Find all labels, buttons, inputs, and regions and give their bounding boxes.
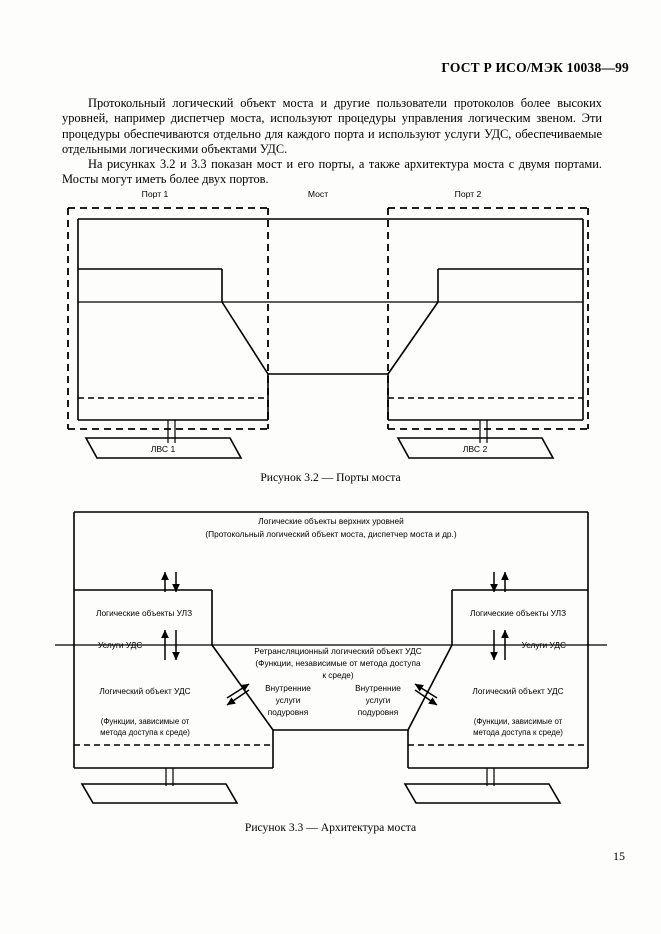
- figure-3-2-label-port-2: Порт 2: [455, 189, 482, 199]
- figure-3-3-relay-line3: к среде): [322, 670, 354, 680]
- figure-3-3-left-internal-arrow-b: [226, 689, 250, 706]
- figure-3-3-right-diagonal: [407, 644, 453, 731]
- figure-3-3-upper-layer-line1: Логические объекты верхних уровней: [258, 516, 404, 526]
- figure-3-3-internal-right-line3: подуровня: [358, 707, 399, 717]
- figure-3-2-label-port-1: Порт 1: [142, 189, 169, 199]
- figure-3-3-left-internal-arrow-a: [226, 683, 250, 699]
- figure-3-3-right-mac-dependent-line1: (Функции, зависимые от: [474, 717, 563, 726]
- figure-3-3-left-mac-entity-label: Логический объект УДС: [99, 686, 190, 696]
- figure-3-3-upper-layer-line2: (Протокольный логический объект моста, д…: [205, 529, 456, 539]
- body-paragraph-2: На рисунках 3.2 и 3.3 показан мост и его…: [62, 157, 602, 188]
- figure-3-2-label-bridge: Мост: [308, 189, 328, 199]
- figure-3-3-relay-line1: Ретрансляционный логический объект УДС: [254, 646, 421, 656]
- page-number: 15: [613, 849, 625, 863]
- figure-3-2-left-diagonal: [221, 301, 269, 375]
- figure-3-2-lan-2-shape: [396, 437, 555, 459]
- figure-3-3-internal-right-line2: услуги: [366, 695, 391, 705]
- figure-3-3-right-llc-label: Логические объекты УЛЗ: [470, 608, 566, 618]
- figure-3-3-internal-right-line1: Внутренние: [355, 683, 401, 693]
- figure-3-3-internal-left-line1: Внутренние: [265, 683, 311, 693]
- figure-3-2-right-diagonal: [387, 301, 439, 375]
- figure-3-3-internal-left-line3: подуровня: [268, 707, 309, 717]
- figure-3-3-left-mac-service-label: Услуги УДС: [98, 640, 142, 650]
- figure-3-3-left-mac-dependent-line1: (Функции, зависимые от: [101, 717, 190, 726]
- figure-3-3-caption: Рисунок 3.3 — Архитектура моста: [244, 821, 417, 834]
- figure-3-3-right-mac-entity-label: Логический объект УДС: [472, 686, 563, 696]
- figure-3-3-right-mac-service-label: Услуги УДС: [522, 640, 566, 650]
- figure-3-2-lan-1-label: ЛВС 1: [151, 444, 176, 454]
- figure-3-3-right-medium-shape: [403, 783, 562, 804]
- paragraph-text: Протокольный логический объект моста и д…: [62, 96, 602, 156]
- document-header-standard-ref: ГОСТ Р ИСО/МЭК 10038—99: [441, 60, 629, 75]
- figure-3-3-left-medium-shape: [80, 783, 239, 804]
- figure-3-2-bridge-ports: Порт 1 Мост Порт 2: [0, 186, 661, 466]
- figure-3-3-left-mac-dependent-line2: метода доступа к среде): [100, 728, 190, 737]
- figure-3-3-right-internal-arrow-b: [414, 689, 438, 706]
- figure-3-2-lan-1-shape: [84, 437, 243, 459]
- figure-3-3-bridge-architecture: Логические объекты верхних уровней (Прот…: [0, 500, 661, 820]
- paragraph-text: На рисунках 3.2 и 3.3 показан мост и его…: [62, 157, 602, 187]
- figure-3-2-lan-2-label: ЛВС 2: [463, 444, 488, 454]
- figure-3-2-caption: Рисунок 3.2 — Порты моста: [260, 471, 401, 484]
- body-paragraph-1: Протокольный логический объект моста и д…: [62, 96, 602, 157]
- figure-3-3-internal-left-line2: услуги: [276, 695, 301, 705]
- figure-3-3-relay-line2: (Функции, независимые от метода доступа: [255, 658, 421, 668]
- figure-3-3-left-llc-label: Логические объекты УЛЗ: [96, 608, 192, 618]
- figure-3-3-right-mac-dependent-line2: метода доступа к среде): [473, 728, 563, 737]
- figure-3-3-right-internal-arrow-a: [414, 683, 438, 699]
